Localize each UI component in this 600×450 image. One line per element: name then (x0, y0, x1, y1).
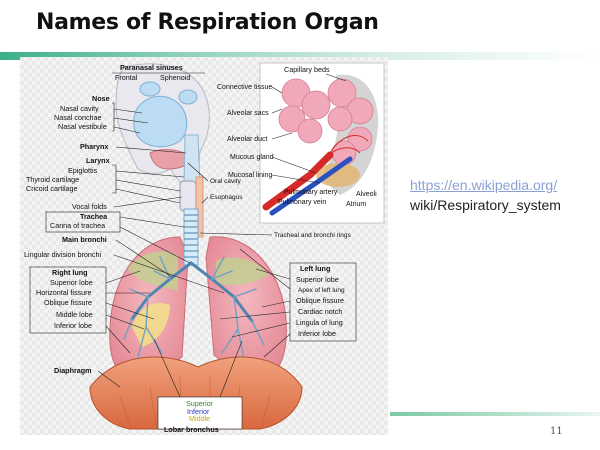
label-pulmonary-artery: Pulmonary artery (284, 189, 338, 196)
label-right-lung: Right lung (52, 268, 88, 277)
label-alveoli: Alveoli (356, 191, 377, 198)
label-left-lung: Left lung (300, 264, 330, 273)
label-capillary-beds: Capillary beds (284, 65, 330, 74)
bottom-rule (390, 412, 600, 416)
label-cardiac-notch: Cardiac notch (298, 307, 342, 316)
label-connective-tissue: Connective tissue (217, 84, 272, 91)
label-pulmonary-vein: Pulmonary vein (278, 199, 326, 206)
label-pharynx: Pharynx (80, 142, 108, 151)
label-atrium: Atrium (346, 201, 366, 208)
label-tracheal-bronchi-rings: Tracheal and bronchi rings (274, 232, 351, 239)
diaphragm-shape (89, 356, 303, 430)
label-tracheal-bronchi-rings-text: Tracheal and bronchi rings (274, 232, 351, 239)
label-left-superior-lobe: Superior lobe (296, 275, 339, 284)
label-vocal-folds: Vocal folds (72, 202, 107, 211)
label-lobar-inferior: Inferior (187, 407, 210, 416)
label-right-superior-lobe: Superior lobe (50, 278, 93, 287)
alveolar-sacs-shape (278, 78, 374, 166)
capillary-beds-shape (319, 135, 369, 168)
label-alveolar-sacs: Alveolar sacs (227, 110, 269, 117)
label-nose: Nose (92, 94, 110, 103)
label-alveolar-duct: Alveolar duct (227, 136, 268, 143)
label-nasal-vestibule: Nasal vestibule (58, 122, 107, 131)
label-lobar-middle: Middle (189, 414, 210, 423)
tracheal-rings (184, 214, 198, 258)
label-left-oblique-fissure: Oblique fissure (296, 296, 344, 305)
slide-title: Names of Respiration Organ (36, 10, 379, 35)
label-oral-cavity: Oral cavity (210, 178, 241, 185)
left-superior-lobe-shape (216, 257, 268, 285)
label-thyroid-cartilage: Thyroid cartilage (26, 175, 79, 184)
larynx-shape (179, 180, 197, 212)
label-mucous-gland: Mucous gland (230, 154, 274, 161)
title-underline (0, 52, 600, 60)
label-frontal: Frontal (115, 73, 138, 82)
label-lobar-bronchus: Lobar bronchus (164, 425, 219, 434)
respiratory-system-diagram: Paranasal sinuses Frontal Sphenoid Nose … (20, 57, 388, 435)
label-lingular-division-bronchi: Lingular division bronchi (24, 250, 102, 259)
page-number: 11 (550, 426, 563, 437)
label-paranasal-sinuses: Paranasal sinuses (120, 63, 183, 72)
oral-cavity-shape (149, 149, 193, 170)
label-esophagus: Esophagus (210, 194, 243, 201)
frontal-sinus-shape (139, 81, 161, 97)
middle-lobe-shape (132, 303, 170, 347)
pulmonary-vein-shape (269, 156, 353, 216)
label-trachea: Trachea (80, 212, 108, 221)
label-epiglottis: Epiglottis (68, 166, 98, 175)
label-middle-lobe: Middle lobe (56, 310, 93, 319)
label-right-oblique-fissure: Oblique fissure (44, 298, 92, 307)
esophagus-shape (195, 176, 204, 238)
label-main-bronchi: Main bronchi (62, 235, 107, 244)
source-path-text: wiki/Respiratory_system (410, 197, 561, 213)
label-carina: Carina of trachea (50, 221, 105, 230)
label-sphenoid: Sphenoid (160, 73, 190, 82)
label-lingula-of-lung: Lingula of lung (296, 318, 343, 327)
label-nasal-conchae: Nasal conchae (54, 113, 102, 122)
label-nasal-cavity: Nasal cavity (60, 104, 99, 113)
bronchial-tree (130, 261, 254, 323)
label-cricoid-cartilage: Cricoid cartilage (26, 184, 78, 193)
label-lobar-superior: Superior (186, 399, 214, 408)
label-apex-left-lung: Apex of left lung (298, 287, 345, 294)
label-horizontal-fissure: Horizontal fissure (36, 288, 92, 297)
sphenoid-sinus-shape (178, 89, 198, 105)
nasal-cavity-shape (133, 95, 188, 148)
label-right-inferior-lobe: Inferior lobe (54, 321, 92, 330)
label-diaphragm: Diaphragm (54, 366, 92, 375)
label-left-inferior-lobe: Inferior lobe (298, 329, 336, 338)
label-mucosal-lining: Mucosal lining (228, 172, 272, 179)
source-link[interactable]: https://en.wikipedia.org/ (410, 177, 558, 193)
label-larynx: Larynx (86, 156, 110, 165)
mucous-gland-shape (316, 163, 360, 187)
